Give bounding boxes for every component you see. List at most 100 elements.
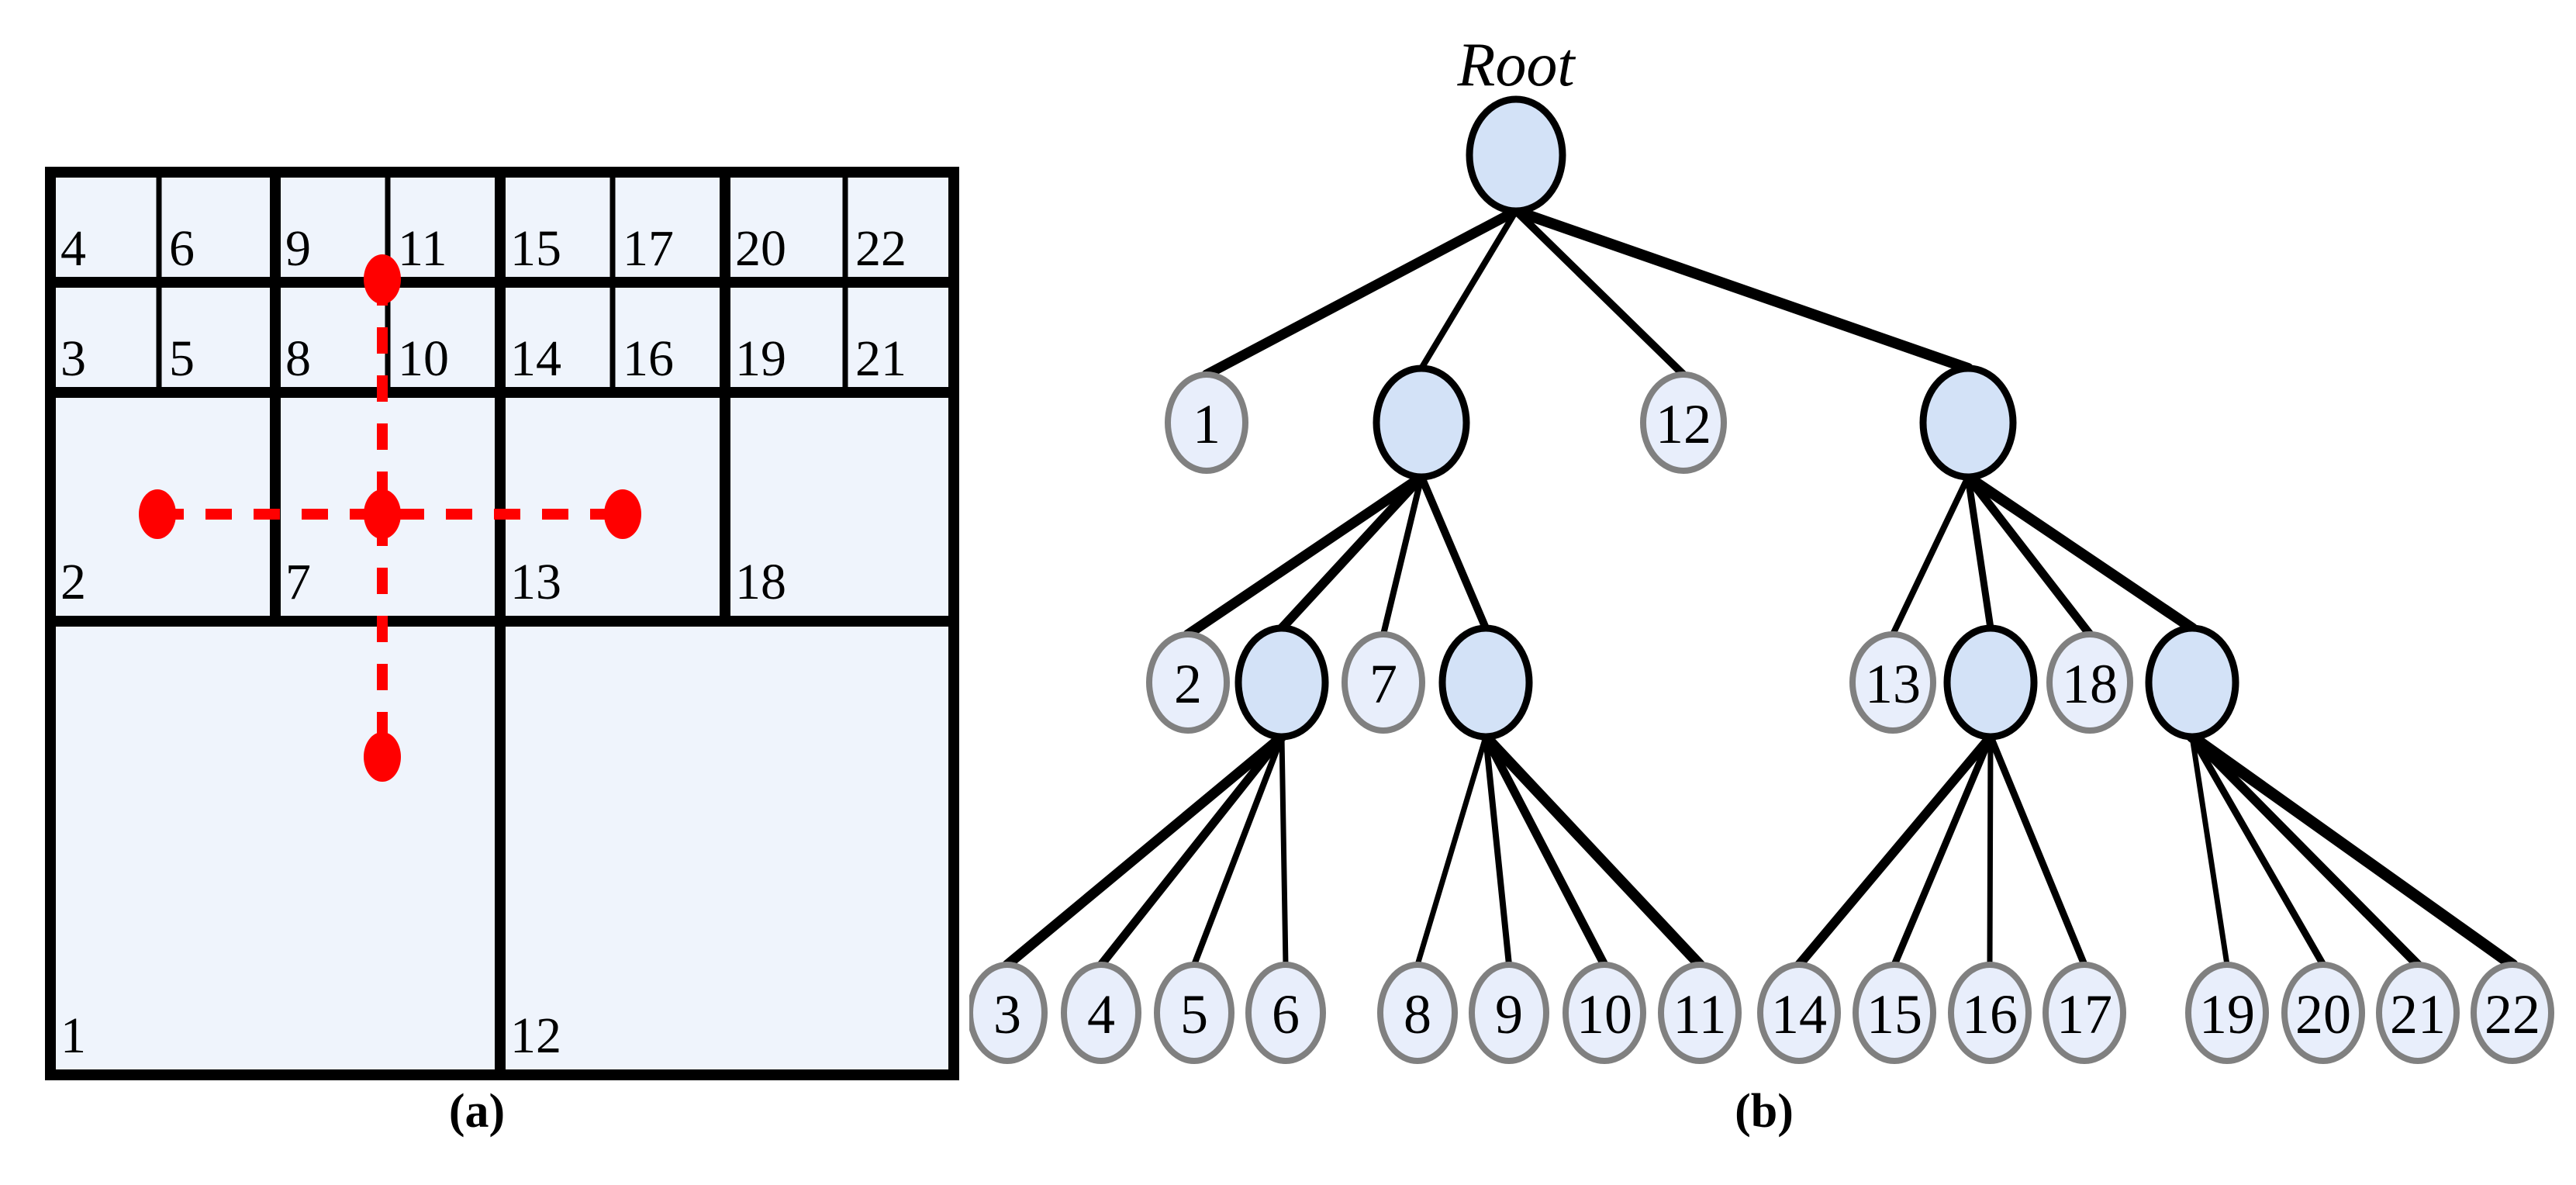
tree-edges — [1002, 206, 2519, 971]
tree-node-internal-e[interactable] — [1943, 624, 2038, 741]
tree-edge — [1418, 208, 1519, 371]
tree-node-label: 12 — [1656, 393, 1711, 455]
tree-leaf-20[interactable]: 20 — [2281, 962, 2365, 1064]
grid-cell-label: 3 — [60, 330, 86, 387]
tree-leaf-5[interactable]: 5 — [1154, 962, 1234, 1064]
tree-node-18[interactable]: 18 — [2046, 631, 2133, 734]
marker-dot-center — [364, 489, 401, 539]
tree-edge — [1481, 732, 1609, 969]
tree-edge — [1201, 206, 1521, 380]
tree-leaf-8[interactable]: 8 — [1377, 962, 1458, 1064]
panel-a-grid: 4 6 9 11 15 17 20 22 3 5 8 10 14 16 19 2… — [0, 0, 969, 1185]
tree-node-root[interactable] — [1466, 95, 1566, 215]
tree-node-label: 20 — [2295, 983, 2351, 1045]
tree-node-internal-f[interactable] — [2145, 624, 2239, 741]
tree-leaf-22[interactable]: 22 — [2471, 962, 2554, 1064]
caption-panel-b: (b) — [1735, 1085, 1794, 1138]
tree-edge — [1483, 734, 1512, 968]
tree-edge — [1987, 733, 2088, 969]
tree-node-label: 17 — [2056, 983, 2112, 1045]
marker-dot-bottom — [364, 732, 401, 782]
marker-dots — [139, 254, 641, 782]
marker-dashed-lines — [157, 279, 623, 757]
grid-cell-label: 9 — [285, 220, 311, 277]
tree-node-label: 1 — [1193, 393, 1221, 455]
tree-svg: Root 1 12 2 — [969, 31, 2554, 1064]
grid-cell-label: 4 — [60, 220, 86, 277]
tree-node-label: 21 — [2390, 983, 2446, 1045]
tree-edge — [2188, 733, 2327, 969]
tree-leaf-16[interactable]: 16 — [1948, 962, 2032, 1064]
tree-leaf-3[interactable]: 3 — [969, 962, 1048, 1064]
grid-cell-label: 7 — [285, 554, 311, 610]
tree-node-label: 6 — [1272, 983, 1300, 1045]
grid-cell-label: 10 — [398, 330, 449, 387]
grid-cell-label: 18 — [735, 554, 786, 610]
grid-cell-label: 21 — [855, 330, 906, 387]
marker-dot-top — [364, 254, 401, 304]
tree-edge — [1964, 473, 1994, 632]
grid-cell-label: 17 — [623, 220, 674, 277]
tree-node-internal-a[interactable] — [1373, 364, 1470, 481]
marker-dot-left — [139, 489, 176, 539]
tree-leaf-11[interactable]: 11 — [1658, 962, 1742, 1064]
grid-cell-label: 19 — [735, 330, 786, 387]
grid-cell-label: 20 — [735, 220, 786, 277]
tree-edge — [1794, 732, 1995, 969]
grid-cell-label: 2 — [60, 554, 86, 610]
tree-node-label: 4 — [1087, 983, 1115, 1045]
tree-node-internal-b[interactable] — [1919, 364, 2017, 481]
tree-edge — [1963, 472, 2198, 634]
grid-cell-label: 16 — [623, 330, 674, 387]
tree-leaf-9[interactable]: 9 — [1469, 962, 1549, 1064]
marker-dot-right — [604, 489, 641, 539]
tree-node-label: 11 — [1673, 983, 1726, 1045]
tree-leaf-17[interactable]: 17 — [2042, 962, 2126, 1064]
panel-b-tree: Root 1 12 2 — [969, 0, 2576, 1185]
tree-leaf-4[interactable]: 4 — [1061, 962, 1141, 1064]
tree-edge — [1480, 731, 1705, 970]
grid-thick-lines — [45, 167, 959, 1080]
tree-leaf-19[interactable]: 19 — [2185, 962, 2269, 1064]
tree-edge — [2186, 731, 2519, 971]
tree-node-label: 9 — [1495, 983, 1523, 1045]
tree-edge — [1183, 472, 1427, 640]
grid-cell-label: 13 — [510, 554, 561, 610]
tree-node-internal-d[interactable] — [1438, 624, 1533, 741]
grid-cell-label: 1 — [60, 1007, 86, 1064]
tree-node-1[interactable]: 1 — [1165, 371, 1248, 474]
tree-node-label: 13 — [1865, 653, 1921, 715]
tree-edge — [1096, 732, 1286, 969]
tree-leaf-15[interactable]: 15 — [1853, 962, 1936, 1064]
tree-edge — [1414, 734, 1489, 968]
tree-edge — [1891, 733, 1994, 969]
tree-node-internal-c[interactable] — [1234, 624, 1329, 741]
caption-panel-a: (a) — [448, 1085, 506, 1138]
tree-edge — [1279, 734, 1289, 968]
tree-node-label: 10 — [1576, 983, 1632, 1045]
tree-node-2[interactable]: 2 — [1146, 631, 1230, 734]
grid-cell-backgrounds — [50, 172, 954, 1075]
grid-cell-label: 8 — [285, 330, 311, 387]
grid-cell-label: 11 — [398, 220, 447, 277]
grid-cell-label: 14 — [510, 330, 561, 387]
tree-node-7[interactable]: 7 — [1342, 631, 1425, 734]
tree-leaf-6[interactable]: 6 — [1245, 962, 1326, 1064]
tree-node-label: 15 — [1866, 983, 1922, 1045]
tree-node-label: 14 — [1771, 983, 1827, 1045]
tree-edge — [1890, 474, 1971, 637]
tree-node-12[interactable]: 12 — [1640, 371, 1727, 474]
tree-leaf-14[interactable]: 14 — [1757, 962, 1841, 1064]
tree-edge — [2188, 732, 2422, 969]
tree-node-label: 8 — [1404, 983, 1431, 1045]
tree-node-label: 2 — [1174, 653, 1202, 715]
tree-leaf-21[interactable]: 21 — [2376, 962, 2460, 1064]
tree-leaf-10[interactable]: 10 — [1563, 962, 1646, 1064]
tree-edge — [1277, 472, 1426, 633]
tree-edge — [1511, 206, 1973, 374]
grid-svg — [45, 167, 959, 1080]
tree-node-13[interactable]: 13 — [1849, 631, 1936, 734]
tree-edge — [2189, 734, 2230, 968]
grid-cell-label: 15 — [510, 220, 561, 277]
